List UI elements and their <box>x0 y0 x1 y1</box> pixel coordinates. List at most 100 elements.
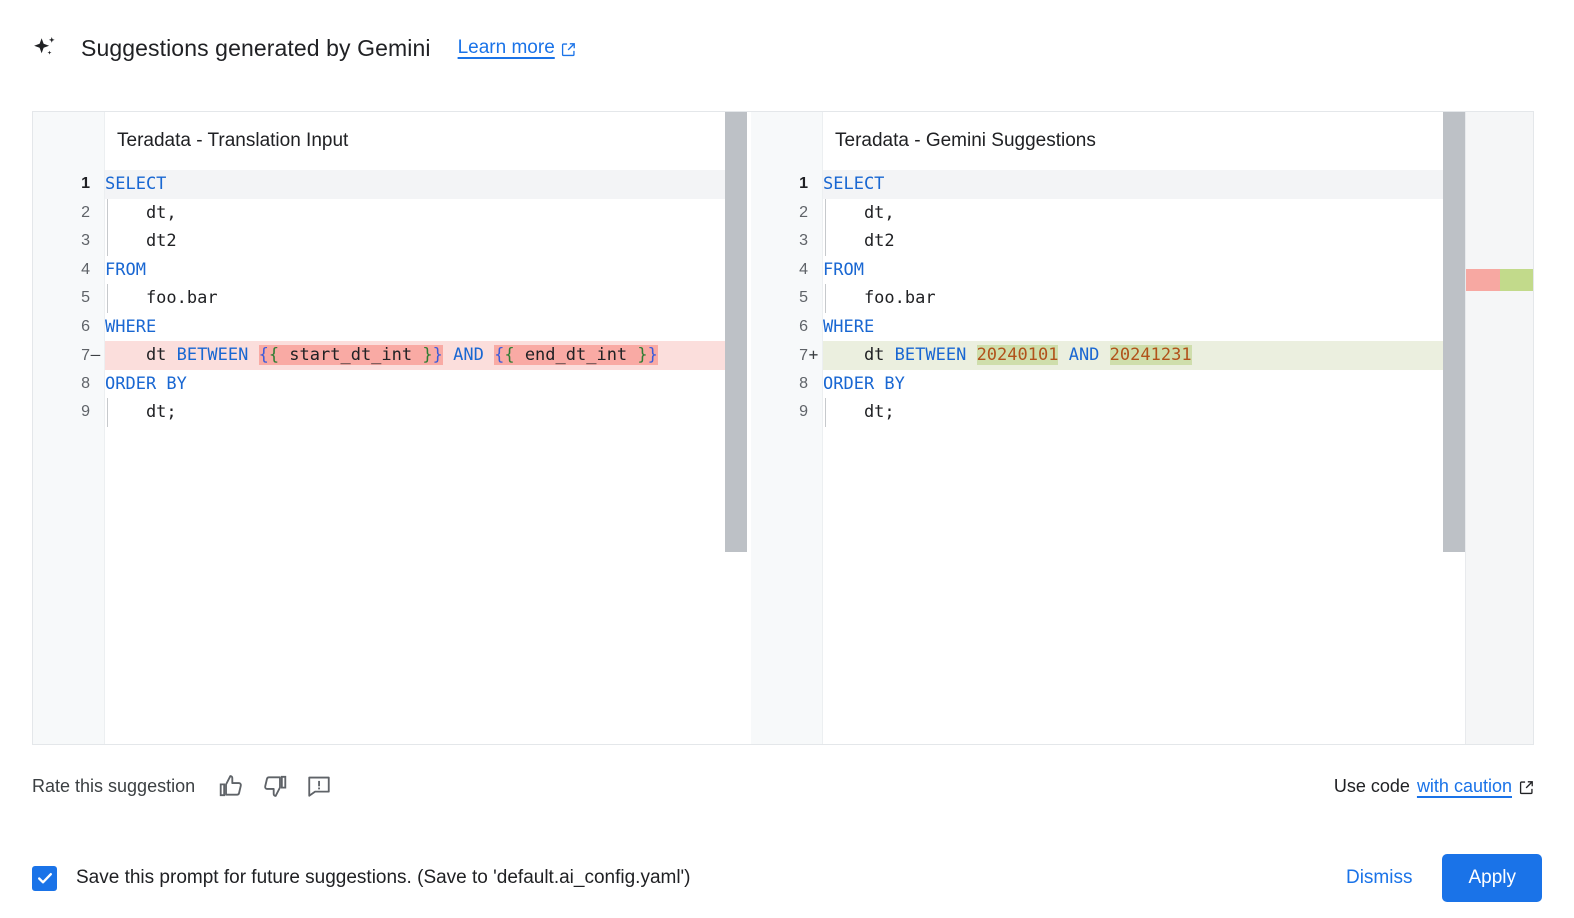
code-line-content: SELECT <box>105 170 725 199</box>
code-line-content: FROM <box>105 256 725 285</box>
code-line-content: SELECT <box>823 170 1443 199</box>
code-line[interactable]: 1 SELECT <box>751 170 1443 199</box>
footer-actions: Dismiss Apply <box>1330 854 1542 902</box>
code-token: } <box>432 345 443 365</box>
overview-marker-removed[interactable] <box>1466 269 1500 291</box>
apply-button[interactable]: Apply <box>1442 854 1542 902</box>
line-number: 3 <box>81 232 90 249</box>
right-vertical-scrollbar[interactable] <box>1443 112 1465 744</box>
line-number: 1 <box>81 175 90 192</box>
code-token: dt; <box>105 402 177 422</box>
code-token: foo.bar <box>105 288 218 308</box>
indent-guide <box>107 398 108 427</box>
left-scrollbar-thumb[interactable] <box>725 112 747 552</box>
code-line-content: dt2 <box>823 227 1443 256</box>
code-line-content: dt; <box>105 398 725 427</box>
code-token: dt; <box>823 402 895 422</box>
code-line[interactable]: 3 dt2 <box>33 227 725 256</box>
code-line-content: dt, <box>105 198 725 227</box>
line-number: 8 <box>799 374 808 392</box>
code-token: { <box>268 345 280 365</box>
learn-more-label: Learn more <box>457 37 555 58</box>
line-number: 9 <box>799 403 808 420</box>
rate-icon-group <box>217 772 333 800</box>
page-title: Suggestions generated by Gemini <box>81 34 431 61</box>
report-feedback-icon[interactable] <box>305 772 333 800</box>
code-line-content: dt, <box>823 198 1443 227</box>
code-line[interactable]: 2 dt, <box>751 198 1443 227</box>
right-scrollbar-thumb[interactable] <box>1443 112 1465 552</box>
line-number: 2 <box>81 203 90 221</box>
left-vertical-scrollbar[interactable] <box>725 112 747 744</box>
code-token: 20240101 <box>976 345 1059 365</box>
code-line-content: WHERE <box>823 313 1443 342</box>
indent-guide <box>107 227 108 256</box>
line-number: 6 <box>81 317 90 335</box>
code-token: start_dt_int <box>279 345 423 365</box>
save-prompt-checkbox[interactable] <box>32 865 57 891</box>
code-line[interactable]: 9 dt; <box>33 398 725 427</box>
use-code-link[interactable]: with caution <box>1416 775 1512 796</box>
code-token: WHERE <box>105 316 157 337</box>
code-token <box>966 345 976 365</box>
pane-divider <box>747 112 751 744</box>
line-number: 5 <box>81 289 90 306</box>
code-token <box>248 345 258 365</box>
external-link-icon <box>1519 779 1534 794</box>
code-line-content: ORDER BY <box>823 370 1443 399</box>
line-number: 7— <box>81 345 101 364</box>
diff-overview-ruler[interactable] <box>1465 112 1533 744</box>
code-token: foo.bar <box>823 288 936 308</box>
thumb-up-icon[interactable] <box>217 772 245 800</box>
line-number: 3 <box>799 232 808 249</box>
overview-marker-added[interactable] <box>1500 269 1533 291</box>
code-line[interactable]: 7+ dt BETWEEN 20240101 AND 20241231 <box>751 341 1443 370</box>
code-line[interactable]: 6 WHERE <box>33 313 725 342</box>
code-line[interactable]: 4 FROM <box>751 256 1443 285</box>
line-number: 5 <box>799 289 808 306</box>
code-token: 20241231 <box>1109 345 1192 365</box>
code-token: FROM <box>823 259 864 280</box>
code-line-content: WHERE <box>105 313 725 342</box>
code-token: end_dt_int <box>514 345 638 365</box>
line-number: 4 <box>799 260 808 278</box>
code-line[interactable]: 2 dt, <box>33 198 725 227</box>
footer-bar: Save this prompt for future suggestions.… <box>0 838 1574 918</box>
code-token: dt <box>823 345 895 365</box>
code-token <box>484 345 494 365</box>
code-line-content: foo.bar <box>105 284 725 313</box>
code-line[interactable]: 8 ORDER BY <box>751 370 1443 399</box>
indent-guide <box>825 198 826 227</box>
code-token: AND <box>1068 345 1100 365</box>
code-line[interactable]: 1 SELECT <box>33 170 725 199</box>
code-token: dt, <box>105 202 177 223</box>
code-token: dt2 <box>823 231 895 251</box>
code-token: dt2 <box>105 231 177 251</box>
code-line-content: ORDER BY <box>105 370 725 399</box>
left-pane-title: Teradata - Translation Input <box>117 130 349 151</box>
code-line[interactable]: 7— dt BETWEEN {{ start_dt_int }} AND {{ … <box>33 341 725 370</box>
code-line[interactable]: 5 foo.bar <box>751 284 1443 313</box>
indent-guide <box>825 227 826 256</box>
right-pane-title: Teradata - Gemini Suggestions <box>835 130 1096 151</box>
code-line[interactable]: 3 dt2 <box>751 227 1443 256</box>
thumb-down-icon[interactable] <box>261 772 289 800</box>
code-token: BETWEEN <box>176 345 249 365</box>
dismiss-button[interactable]: Dismiss <box>1330 857 1429 899</box>
external-link-icon <box>561 41 576 56</box>
learn-more-link[interactable]: Learn more <box>458 37 576 59</box>
code-line-content: FROM <box>823 256 1443 285</box>
line-number-gutter-right <box>751 112 823 744</box>
line-number: 1 <box>799 175 808 192</box>
code-token: dt <box>105 345 177 365</box>
code-line[interactable]: 9 dt; <box>751 398 1443 427</box>
save-prompt-checkbox-row[interactable]: Save this prompt for future suggestions.… <box>32 865 691 891</box>
code-line[interactable]: 5 foo.bar <box>33 284 725 313</box>
